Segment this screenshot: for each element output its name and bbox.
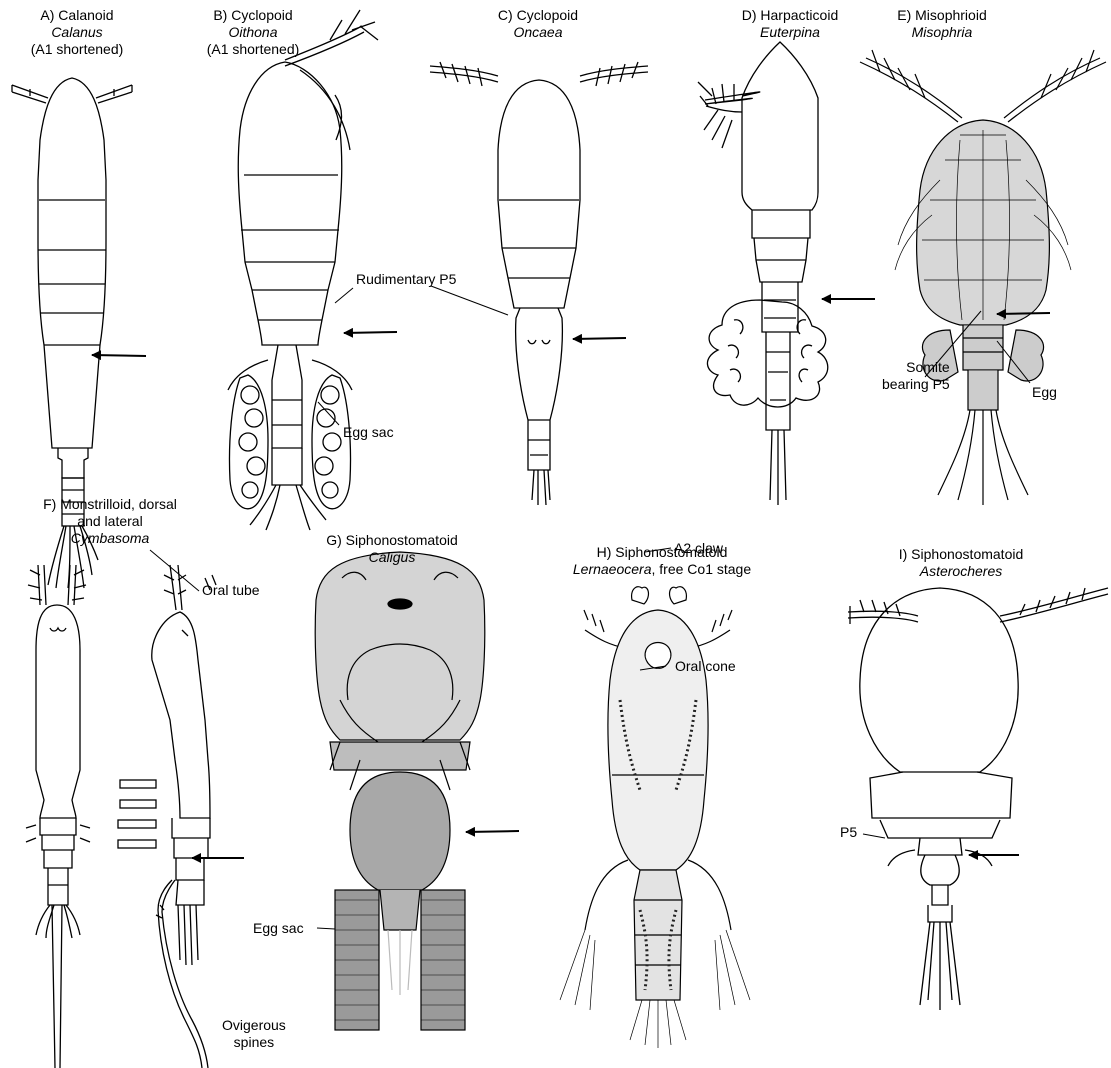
panel-h-genus: Lernaeocera (573, 561, 652, 577)
panel-i-caption: I) Siphonostomatoid Asterocheres (886, 546, 1036, 580)
oncaea-drawing (430, 62, 648, 505)
misophria-drawing (860, 50, 1106, 505)
panel-b-genus: Oithona (198, 24, 308, 41)
panel-d-genus: Euterpina (730, 24, 850, 41)
label-oral-cone: Oral cone (675, 658, 736, 675)
label-p5: P5 (840, 824, 857, 841)
panel-b-note: (A1 shortened) (198, 41, 308, 58)
panel-a-genus: Calanus (22, 24, 132, 41)
arrow-a (92, 355, 146, 356)
arrow-b (344, 332, 397, 333)
panel-c-genus: Oncaea (483, 24, 593, 41)
label-ovigerous-spines: Ovigerous spines (222, 1017, 286, 1051)
label-egg-sac-g: Egg sac (253, 920, 304, 937)
label-oral-tube: Oral tube (202, 582, 260, 599)
label-a2-claw: A2 claw (674, 540, 723, 557)
panel-f-genus: Cymbasoma (30, 530, 190, 547)
label-somite-line1: Somite (882, 359, 950, 376)
panel-f-caption: F) Monstrilloid, dorsal and lateral Cymb… (30, 496, 190, 547)
panel-i-genus: Asterocheres (886, 563, 1036, 580)
label-egg-sac-b: Egg sac (343, 424, 394, 441)
panel-h-title: H) Siphonostomatoid (562, 544, 762, 561)
panel-g-genus: Caligus (312, 549, 472, 566)
label-rudimentary-p5: Rudimentary P5 (356, 271, 456, 288)
cymbasoma-lateral-drawing (118, 565, 216, 1068)
panel-d-title: D) Harpacticoid (730, 7, 850, 24)
panel-b-title: B) Cyclopoid (198, 7, 308, 24)
panel-c-caption: C) Cyclopoid Oncaea (483, 7, 593, 41)
panel-a-caption: A) Calanoid Calanus (A1 shortened) (22, 7, 132, 58)
label-somite-bearing-p5: Somite bearing P5 (882, 359, 950, 393)
panel-e-title: E) Misophrioid (882, 7, 1002, 24)
panel-a-note: (A1 shortened) (22, 41, 132, 58)
panel-a-title: A) Calanoid (22, 7, 132, 24)
arrow-g (466, 831, 519, 832)
panel-f-title: F) Monstrilloid, dorsal (30, 496, 190, 513)
panel-g-caption: G) Siphonostomatoid Caligus (312, 532, 472, 566)
lernaeocera-drawing (560, 587, 750, 1048)
panel-c-title: C) Cyclopoid (483, 7, 593, 24)
panel-h-stage: , free Co1 stage (652, 561, 752, 577)
label-egg: Egg (1032, 384, 1057, 401)
label-ovigerous-line2: spines (222, 1034, 286, 1051)
asterocheres-drawing (848, 588, 1108, 1010)
cymbasoma-dorsal-drawing (26, 565, 90, 1068)
label-ovigerous-line1: Ovigerous (222, 1017, 286, 1034)
panel-b-caption: B) Cyclopoid Oithona (A1 shortened) (198, 7, 308, 58)
panel-h-caption: H) Siphonostomatoid Lernaeocera, free Co… (562, 544, 762, 578)
panel-e-genus: Misophria (882, 24, 1002, 41)
panel-g-title: G) Siphonostomatoid (312, 532, 472, 549)
caligus-drawing (315, 552, 485, 1030)
arrow-e (997, 313, 1050, 314)
panel-f-view: and lateral (30, 513, 190, 530)
euterpina-drawing (698, 42, 828, 505)
panel-d-caption: D) Harpacticoid Euterpina (730, 7, 850, 41)
label-somite-line2: bearing P5 (882, 376, 950, 393)
panel-e-caption: E) Misophrioid Misophria (882, 7, 1002, 41)
oithona-drawing (228, 10, 378, 530)
arrow-c (573, 338, 626, 339)
panel-i-title: I) Siphonostomatoid (886, 546, 1036, 563)
